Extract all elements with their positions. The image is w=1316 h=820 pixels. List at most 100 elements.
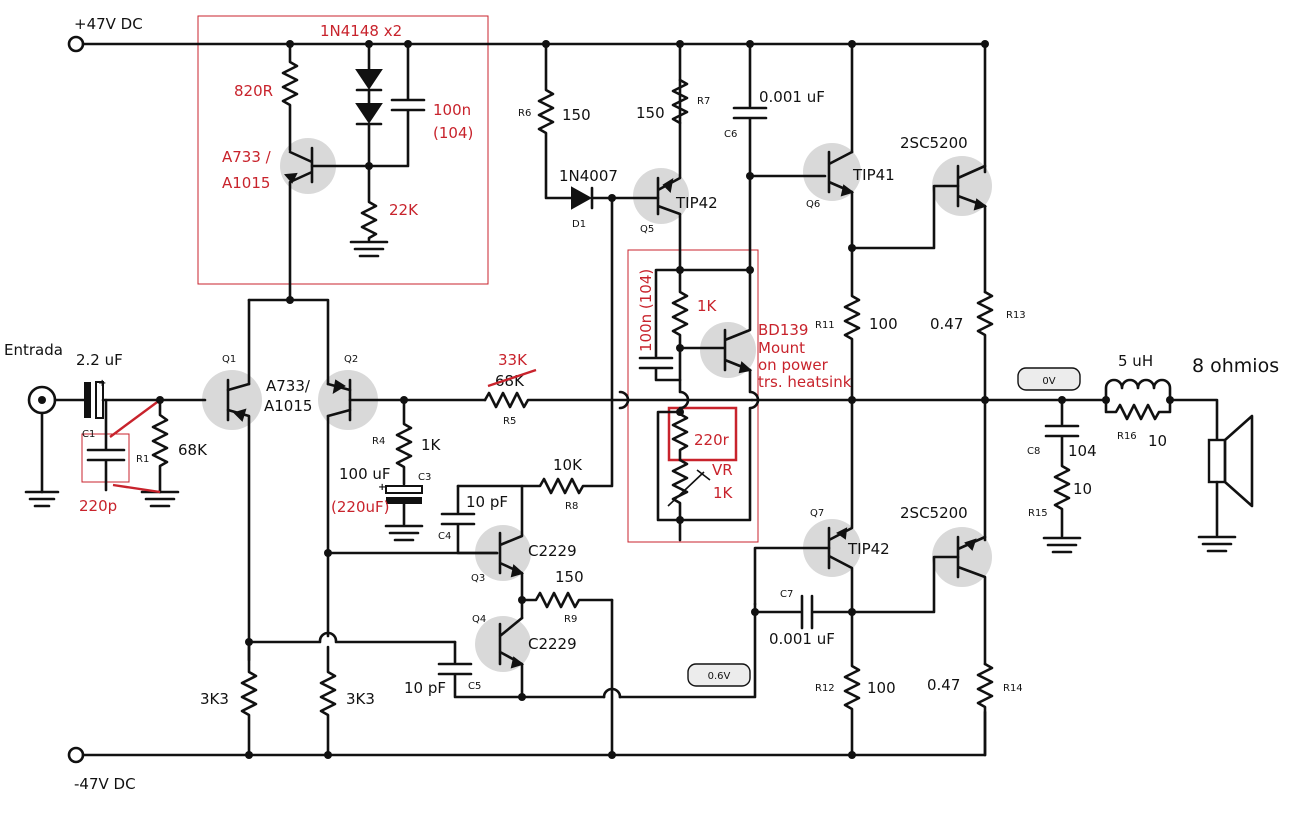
d1-type: 1N4007 [559,167,618,185]
input-cap-polarity: + [98,378,106,389]
bias-voltage-value: 0.6V [708,671,731,682]
r11-ref: R11 [815,320,835,331]
c5-value: 10 pF [404,679,446,697]
q-power-bottom-bubble [932,527,992,587]
q4-bubble [475,616,531,672]
q4-type: C2229 [528,635,577,653]
c3-polarity: + [378,482,386,493]
trim-resistor-box [667,406,738,462]
q6-bubble [803,143,861,201]
c7-ref: C7 [780,589,793,600]
r1-value: 68K [178,441,208,459]
top-driver [537,42,827,272]
bd139-note-line1: Mount [758,339,805,357]
inductor-value: 5 uH [1118,352,1153,370]
r14-ref: R14 [1003,683,1023,694]
r5-strikeout [487,368,537,388]
current-source-circuit [281,42,426,302]
r1-ref: R1 [136,454,149,465]
q1-bubble [202,370,262,430]
c1-capacitor [86,398,126,492]
current-source-transistor-line1: A733 / [222,148,272,166]
r6-value: 150 [562,106,591,124]
c3-alt-value: (220uF) [331,498,389,516]
c6-value: 0.001 uF [759,88,825,106]
r6-ref: R6 [518,108,531,119]
zero-volt-label: 0V [1042,376,1055,387]
bd139-label: BD139 [758,321,808,339]
bd139-note-line3: trs. heatsink [758,373,852,391]
c6-ref: C6 [724,129,737,140]
positive-rail-label: +47V DC [74,15,143,33]
vr-value: 1K [713,484,734,502]
r7-ref: R7 [697,96,710,107]
zero-volt-badge [1017,367,1081,391]
r15-value: 10 [1073,480,1092,498]
current-source-resistor-label: 820R [234,82,273,100]
junction-dots [156,40,1174,759]
q2-ref: Q2 [344,354,358,365]
current-source-cap-code: (104) [433,124,473,142]
diff-pair [226,298,487,757]
r5-new-value: 33K [498,351,528,369]
c3-ref: C3 [418,472,431,483]
r13-value: 0.47 [930,315,963,333]
bias-cap-label: 100n (104) [637,269,655,352]
q3-type: C2229 [528,542,577,560]
negative-rail-label: -47V DC [74,775,136,793]
r8-value: 10K [553,456,583,474]
current-source-transistor-line2: A1015 [222,174,270,192]
q5-ref: Q5 [640,224,654,235]
q5-type: TIP42 [675,194,718,212]
input-cap-value: 2.2 uF [76,351,123,369]
r-tail-left-value: 3K3 [200,690,229,708]
r12-ref: R12 [815,683,835,694]
r9-ref: R9 [564,614,577,625]
r-tail-right-value: 3K3 [346,690,375,708]
vas-stage [326,200,757,757]
r5-ref: R5 [503,416,516,427]
r7-value: 150 [636,104,665,122]
q7-type: TIP42 [847,540,890,558]
current-source-bias-resistor: 22K [389,201,419,219]
vr-label: VR [712,461,733,479]
q6-type: TIP41 [852,166,895,184]
speaker-label: 8 ohmios [1192,355,1279,377]
c8-value: 104 [1068,442,1097,460]
r9-value: 150 [555,568,584,586]
c1-ref: C1 [82,429,95,440]
power-top-type: 2SC5200 [900,134,968,152]
r15-ref: R15 [1028,508,1048,519]
r8-ref: R8 [565,501,578,512]
c4-value: 10 pF [466,493,508,511]
input-jack [24,385,86,508]
r16-value: 10 [1148,432,1167,450]
q6-ref: Q6 [806,199,820,210]
input-label: Entrada [4,341,63,359]
r4-value: 1K [421,436,442,454]
q3-ref: Q3 [471,573,485,584]
c7-value: 0.001 uF [769,630,835,648]
zobel-network [1042,378,1254,554]
current-source-box [197,15,489,285]
c8-ref: C8 [1027,446,1040,457]
r16-ref: R16 [1117,431,1137,442]
q4-ref: Q4 [472,614,486,625]
negative-rail [67,710,987,764]
r4-ref: R4 [372,436,385,447]
bias-resistor-value: 1K [697,297,718,315]
c1-jumper [109,399,161,494]
c1-value: 220p [79,497,117,515]
feedback-network [384,391,614,542]
r11-value: 100 [869,315,898,333]
output-stage [610,42,1108,757]
c5-ref: C5 [468,681,481,692]
diff-pair-type-line2: A1015 [264,397,312,415]
r14-value: 0.47 [927,676,960,694]
input-capacitor [84,381,207,419]
r12-value: 100 [867,679,896,697]
bd139-note-line2: on power [758,356,829,374]
diff-pair-type-line1: A733/ [266,377,311,395]
bias-voltage-badge [687,663,751,687]
